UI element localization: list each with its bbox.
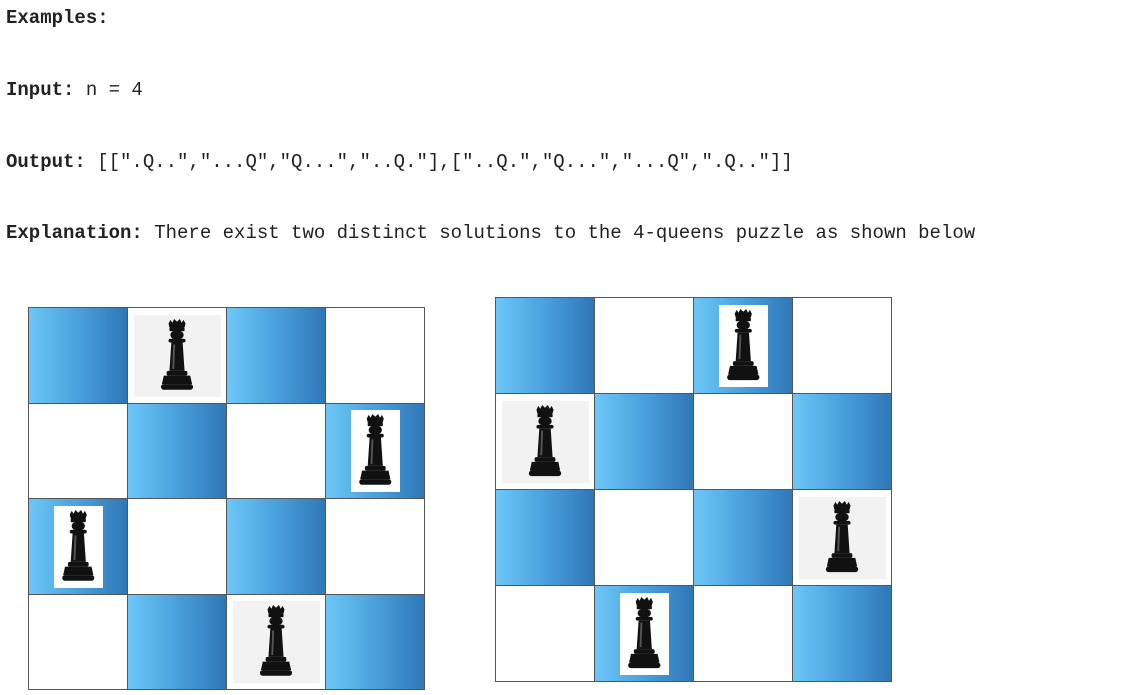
board-2-cell-r0c1 (595, 298, 694, 394)
chess-queen-icon (718, 304, 769, 388)
board-2-cell-r2c0 (496, 490, 595, 586)
examples-heading: Examples: (6, 6, 109, 30)
board-1-cell-r3c0 (29, 594, 128, 690)
board-1-cell-r0c3 (326, 308, 425, 404)
chess-queen-icon (232, 601, 321, 684)
chess-queen-icon (619, 592, 670, 676)
board-1-cell-r0c2 (227, 308, 326, 404)
board-1-cell-r1c1 (128, 403, 227, 499)
chess-queen-icon (133, 314, 222, 397)
board-1-cell-r2c3 (326, 499, 425, 595)
output-label: Output: (6, 151, 86, 173)
board-1-cell-r3c3 (326, 594, 425, 690)
board-2-cell-r1c3 (793, 394, 892, 490)
chess-queen-icon (798, 496, 887, 580)
explanation-value: There exist two distinct solutions to th… (142, 222, 976, 244)
board-2-cell-r0c0 (496, 298, 595, 394)
output-line: Output: [[".Q..","...Q","Q...","..Q."],[… (6, 150, 793, 174)
chess-queen-icon (501, 400, 590, 484)
board-1-cell-r1c0 (29, 403, 128, 499)
chess-queen-icon (350, 410, 401, 493)
board-1-cell-r2c1 (128, 499, 227, 595)
board-1-cell-r1c2 (227, 403, 326, 499)
board-2-cell-r2c2 (694, 490, 793, 586)
board-2-cell-r0c3 (793, 298, 892, 394)
board-2-cell-r2c1 (595, 490, 694, 586)
board-2-cell-r3c2 (694, 586, 793, 682)
board-1-cell-r0c0 (29, 308, 128, 404)
solution-board-1 (28, 307, 425, 690)
examples-label: Examples: (6, 7, 109, 29)
board-2-cell-r1c2 (694, 394, 793, 490)
input-label: Input: (6, 79, 75, 101)
chess-queen-icon (53, 505, 104, 588)
explanation-label: Explanation: (6, 222, 143, 244)
input-value: n = 4 (74, 79, 143, 101)
board-2-cell-r3c3 (793, 586, 892, 682)
board-1-cell-r2c2 (227, 499, 326, 595)
output-value: [[".Q..","...Q","Q...","..Q."],["..Q.","… (85, 151, 793, 173)
explanation-line: Explanation: There exist two distinct so… (6, 216, 1118, 251)
board-2-cell-r1c1 (595, 394, 694, 490)
input-line: Input: n = 4 (6, 78, 143, 102)
board-2-cell-r3c0 (496, 586, 595, 682)
board-1-cell-r3c1 (128, 594, 227, 690)
solution-board-2 (495, 297, 892, 682)
